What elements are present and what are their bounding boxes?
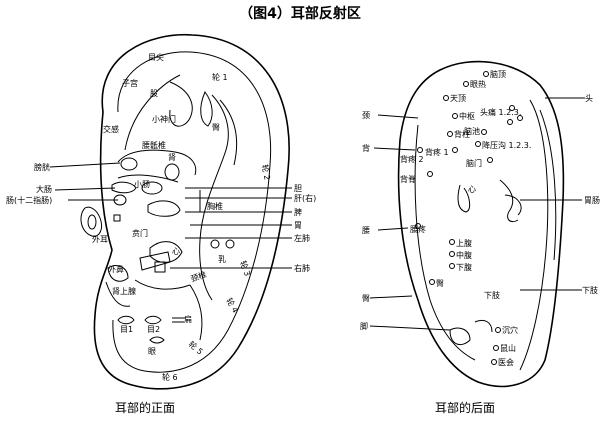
label-liver: 肝(右) (294, 193, 316, 203)
label-helix-4: 轮 4 (224, 296, 240, 315)
back-labels: 脑顶 眼热 天顶 头痛 1.2.3. 头 中枢 颈 脑池 背柱 降压沟 1.2.… (360, 69, 600, 367)
label-waist-pain: 腰疼 (410, 224, 426, 234)
label-helix-6: 轮 6 (162, 372, 178, 382)
label-stomach-intestine: 胃肠 (584, 196, 600, 205)
label-foot: 脚 (360, 321, 368, 331)
label-lower-limb: 下肢 (484, 290, 500, 300)
label-uterus: 子宫 (122, 78, 138, 88)
label-helix-2: 轮 2 (260, 164, 273, 181)
label-bladder: 膀胱 (34, 162, 50, 172)
back-ear (369, 60, 585, 388)
label-helix-1: 轮 1 (212, 72, 228, 82)
label-gallbladder: 胆 (294, 184, 302, 193)
label-brain-gate: 脑门 (466, 158, 482, 168)
label-neck: 颈 (362, 111, 370, 120)
label-waist: 腰 (362, 226, 370, 235)
label-helix-5: 轮 5 (187, 339, 205, 357)
label-shenmen: 小神门 (152, 114, 176, 124)
front-ear (49, 33, 292, 390)
label-brain-pool: 脑池 (464, 126, 480, 136)
label-thoracic: 胸椎 (207, 201, 223, 211)
label-upper-abdomen: 上腹 (456, 238, 472, 248)
label-spleen: 脾 (294, 207, 302, 217)
label-thigh: 股 (150, 89, 158, 98)
label-buttock: 臀 (212, 123, 220, 132)
label-eye: 眼 (148, 347, 156, 356)
label-tonsil: 扁 (184, 314, 192, 324)
label-brain-top: 脑顶 (490, 69, 506, 79)
label-lower-abdomen: 下腹 (456, 262, 472, 272)
label-headache: 头痛 1.2.3. (480, 107, 521, 117)
label-spine: 背柱 (454, 129, 470, 139)
label-eye-1: 目1 (120, 325, 133, 334)
label-duodenum: 肠(十二指肠) (6, 195, 52, 205)
label-eye-heat: 眼热 (470, 79, 486, 89)
label-buttock-side: 臀 (362, 294, 370, 303)
label-mouse-hill: 鼠山 (500, 343, 516, 353)
label-small-intestine: 小肠 (134, 180, 150, 189)
label-sympathetic: 交感 (103, 124, 119, 134)
label-bp-groove: 降压沟 1.2.3. (482, 140, 531, 150)
acupoints-back (415, 71, 523, 365)
caption-back: 耳部的后面 (435, 400, 495, 415)
label-buttock-back: 臀 (436, 279, 444, 288)
label-external-ear: 外耳 (92, 234, 108, 244)
label-lumbosacral: 腰骶椎 (142, 140, 166, 150)
label-vertex: 天顶 (450, 94, 466, 103)
label-back-heart: 心 (468, 185, 476, 194)
page-title: （图4）耳部反射区 (239, 5, 361, 22)
label-heart: 心 (172, 247, 180, 256)
label-large-intestine: 大肠 (36, 184, 52, 194)
label-helix-3: 轮 3 (238, 259, 253, 277)
label-right-lung: 右肺 (294, 263, 310, 273)
label-left-lung: 左肺 (294, 233, 310, 243)
label-breast: 乳 (218, 254, 226, 264)
front-labels: 目尖 子宫 股 小神门 交感 轮 1 腰骶椎 臀 轮 2 膀胱 肾 大肠 小肠 … (6, 52, 316, 382)
label-eye-2: 目2 (147, 325, 160, 334)
label-back-spine: 背脊 (400, 174, 416, 184)
label-cardia: 贲门 (132, 228, 148, 238)
label-back-pain-2: 背疼 2 (400, 154, 424, 164)
label-back-pain-1: 背疼 1 (425, 147, 449, 157)
label-adrenal: 肾上腺 (112, 286, 136, 296)
label-ear-apex: 目尖 (148, 52, 164, 62)
label-mid-abdomen: 中腹 (456, 250, 472, 260)
label-head: 头 (585, 93, 593, 103)
label-center: 中枢 (459, 111, 475, 121)
label-external-nose: 外鼻 (108, 264, 124, 274)
label-medical-meet: 医会 (498, 357, 514, 367)
caption-front: 耳部的正面 (115, 400, 175, 415)
label-lower-limb-right: 下肢 (582, 285, 598, 295)
label-sink-point: 沉穴 (502, 325, 518, 335)
label-kidney: 肾 (168, 153, 176, 162)
label-cervical: 颈椎 (189, 269, 207, 284)
label-back: 背 (362, 143, 370, 153)
label-stomach: 胃 (294, 221, 302, 230)
